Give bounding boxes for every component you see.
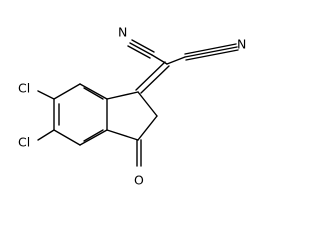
bond-nitrile-right-3 [185, 49, 239, 61]
bond-c3-ring [106, 129, 139, 141]
bond-nitrile-left-3 [127, 45, 151, 59]
bond-nitrile-right-2 [184, 43, 237, 55]
bond-lines [37, 39, 239, 167]
bond-ylidene-b [140, 65, 170, 94]
chlorine-label-upper: Cl [18, 81, 30, 96]
bond-nitrile-left-stem [151, 54, 168, 65]
bond-benzene-4 [79, 83, 108, 100]
bond-benzene-inner-2 [83, 129, 104, 142]
bond-benzene-1 [53, 129, 81, 146]
bond-cl-upper [37, 90, 55, 100]
bond-ch2-c3 [137, 115, 158, 141]
bond-c1-ring [106, 91, 139, 100]
bond-ylidene-a [135, 61, 166, 91]
bond-nitrile-right-1 [184, 46, 238, 58]
molecule-structure: Cl Cl O N N [18, 25, 246, 188]
bond-benzene-5 [53, 83, 81, 100]
bond-cl-lower [37, 129, 55, 141]
atom-labels: Cl Cl O N N [18, 25, 246, 188]
bond-c1-ch2 [137, 91, 158, 117]
nitrogen-label-left: N [118, 25, 127, 40]
bond-nitrile-right-stem [166, 56, 186, 65]
bond-nitrile-left-1 [129, 42, 153, 56]
bond-benzene-inner-3 [83, 87, 104, 100]
oxygen-label: O [134, 173, 144, 188]
bond-benzene-2 [79, 129, 108, 146]
bond-nitrile-left-2 [131, 39, 155, 53]
nitrogen-label-right: N [237, 37, 246, 52]
chlorine-label-lower: Cl [18, 135, 30, 150]
